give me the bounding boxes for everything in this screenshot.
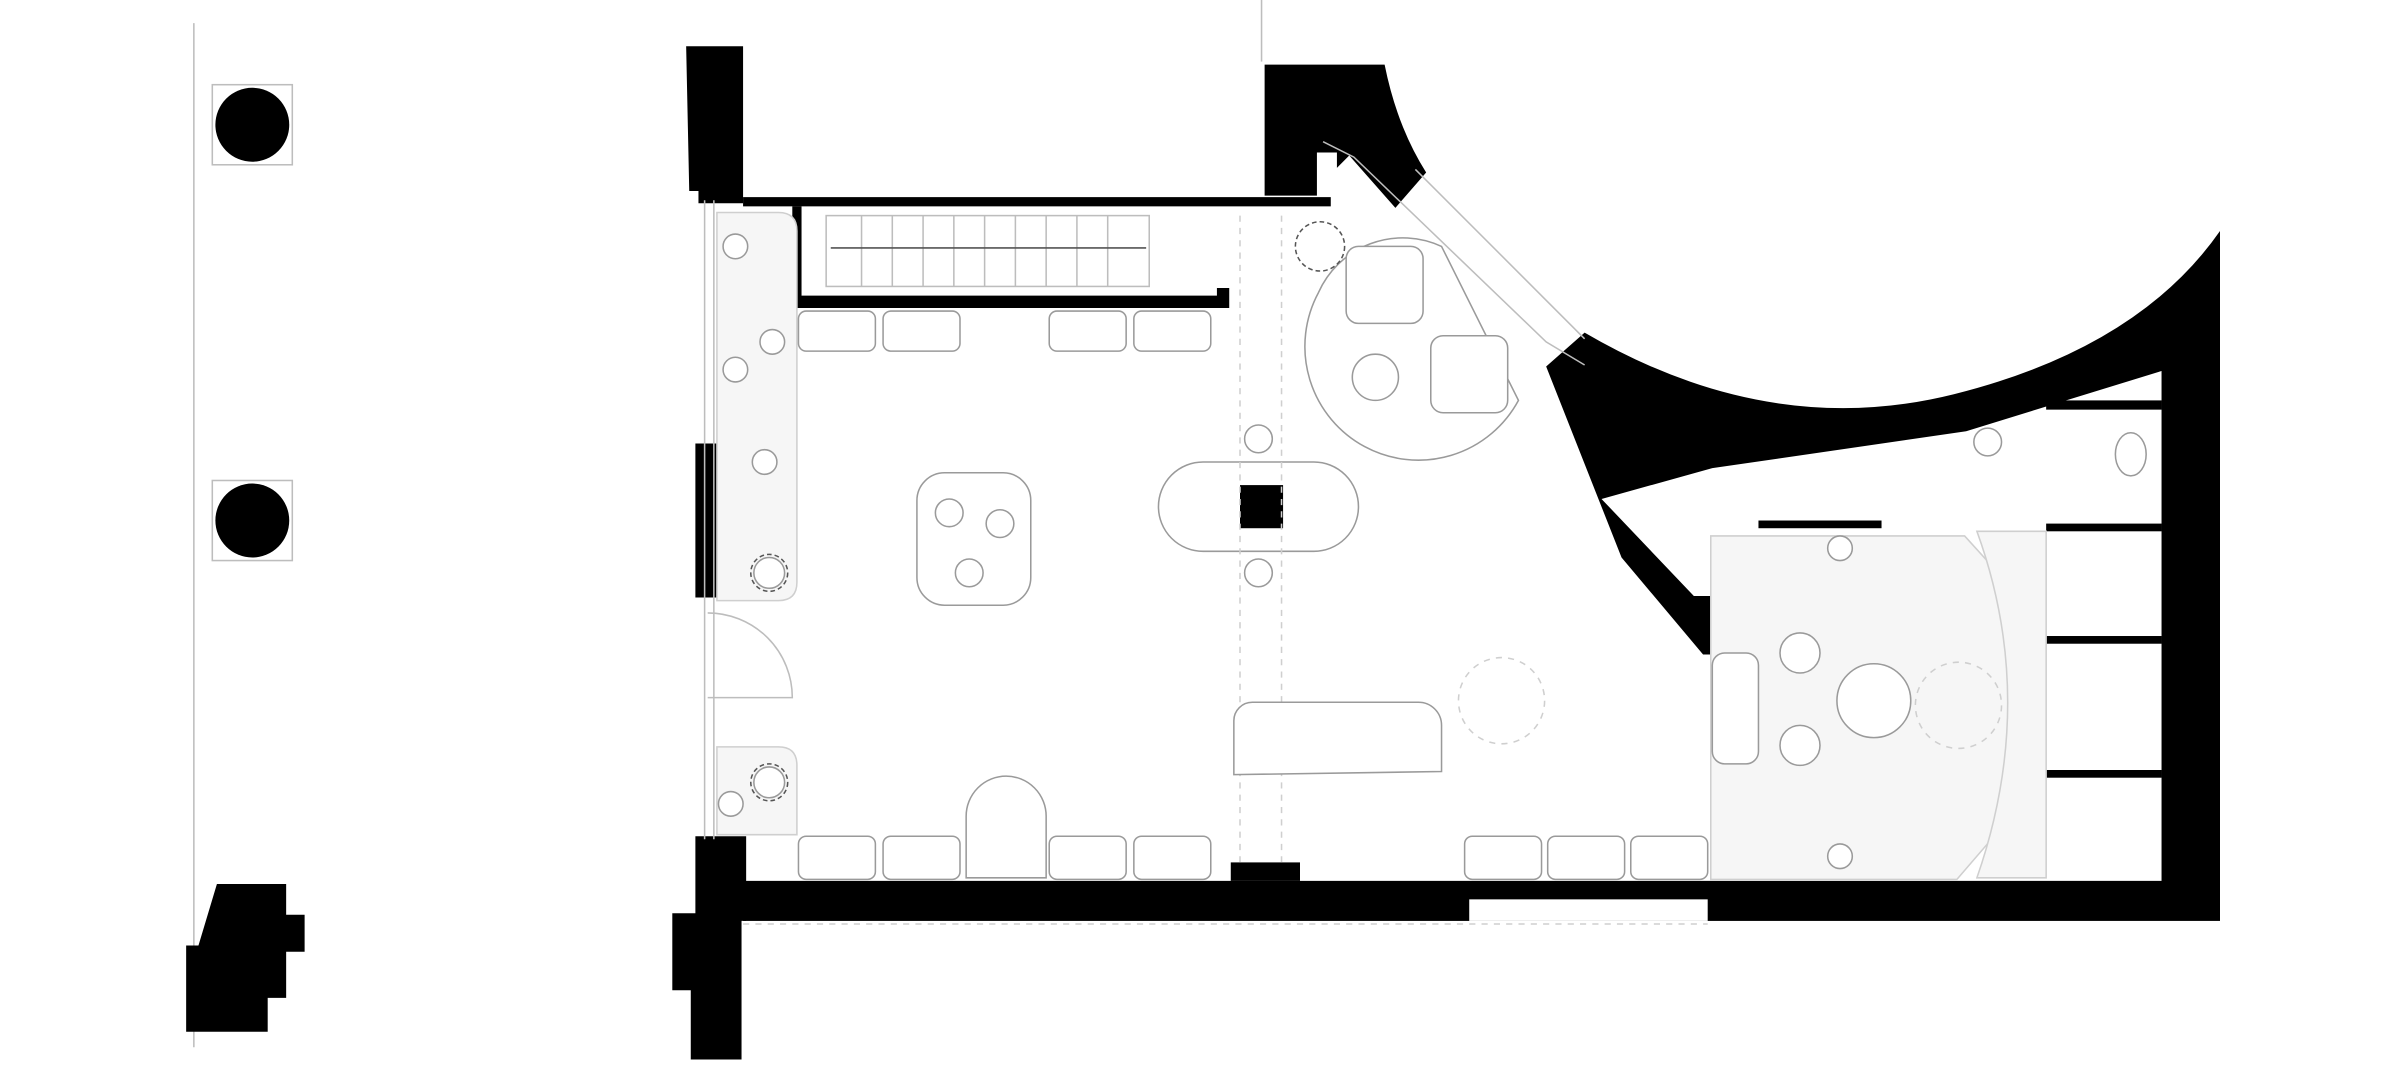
lounge-area	[1710, 427, 2147, 881]
window-seating	[716, 211, 798, 836]
bottom-wall	[743, 862, 2220, 925]
plant-icons	[750, 220, 1346, 802]
tables	[916, 215, 1546, 863]
banquette-seats	[797, 310, 1709, 881]
stair-treads	[830, 215, 1147, 287]
street-edge	[193, 0, 1263, 1048]
exterior-columns	[186, 83, 305, 1032]
stair-core	[743, 197, 1331, 308]
curved-walls	[1264, 64, 2220, 920]
